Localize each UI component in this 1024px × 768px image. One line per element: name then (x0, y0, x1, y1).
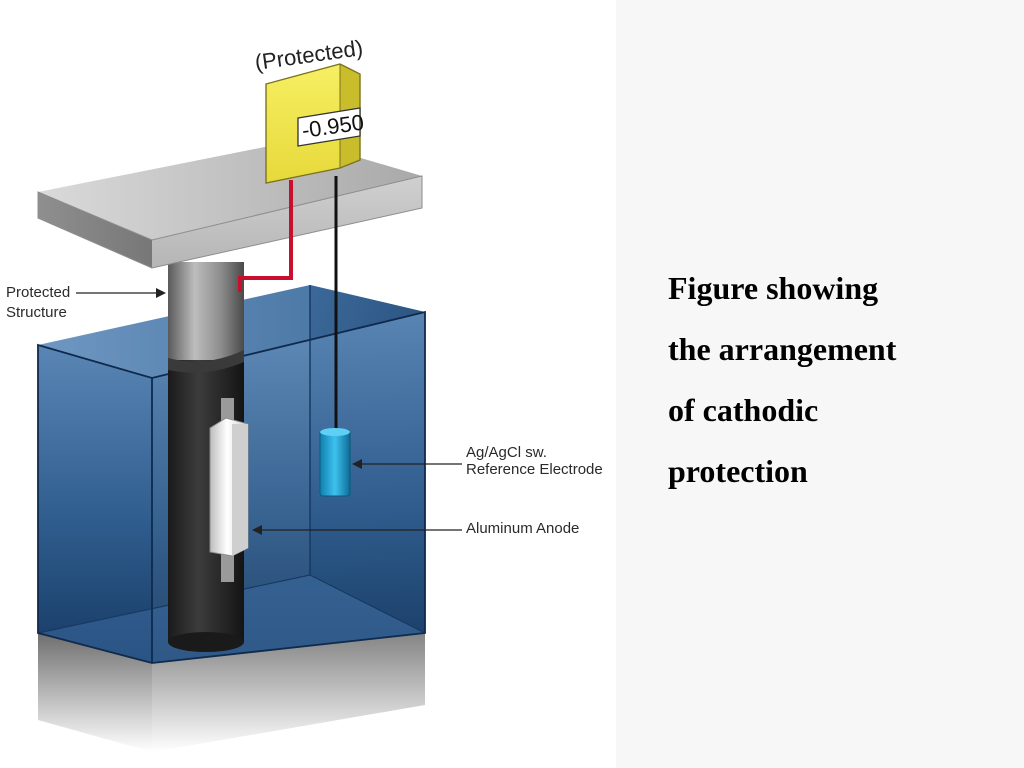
aluminum-anode (209, 398, 249, 582)
reference-electrode-label-line1: Ag/AgCl sw. (466, 444, 547, 461)
meter-display (297, 107, 361, 147)
caption-panel (616, 0, 1024, 768)
protected-structure-label-line2: Structure (6, 304, 67, 321)
cathodic-protection-diagram: -0.950 (Protected) Protected Structure A… (6, 35, 603, 752)
caption-line-4: protection (668, 453, 808, 489)
reference-electrode (319, 428, 351, 497)
figure-caption: Figure showing the arrangement of cathod… (668, 258, 1008, 502)
tank-base (38, 633, 425, 752)
caption-line-3: of cathodic (668, 392, 819, 428)
concrete-slab (37, 140, 423, 269)
callout-reference-electrode: Ag/AgCl sw. Reference Electrode (352, 444, 603, 478)
red-connection-wire (238, 180, 293, 292)
voltmeter-box: -0.950 (265, 63, 365, 184)
aluminum-anode-label: Aluminum Anode (466, 520, 579, 537)
callout-aluminum-anode: Aluminum Anode (252, 520, 579, 537)
caption-line-1: Figure showing (668, 270, 879, 306)
protected-structure-label-line1: Protected (6, 284, 70, 301)
reference-electrode-label-line2: Reference Electrode (466, 461, 603, 478)
callout-protected-structure: Protected Structure (6, 284, 166, 321)
caption-line-2: the arrangement (668, 331, 897, 367)
